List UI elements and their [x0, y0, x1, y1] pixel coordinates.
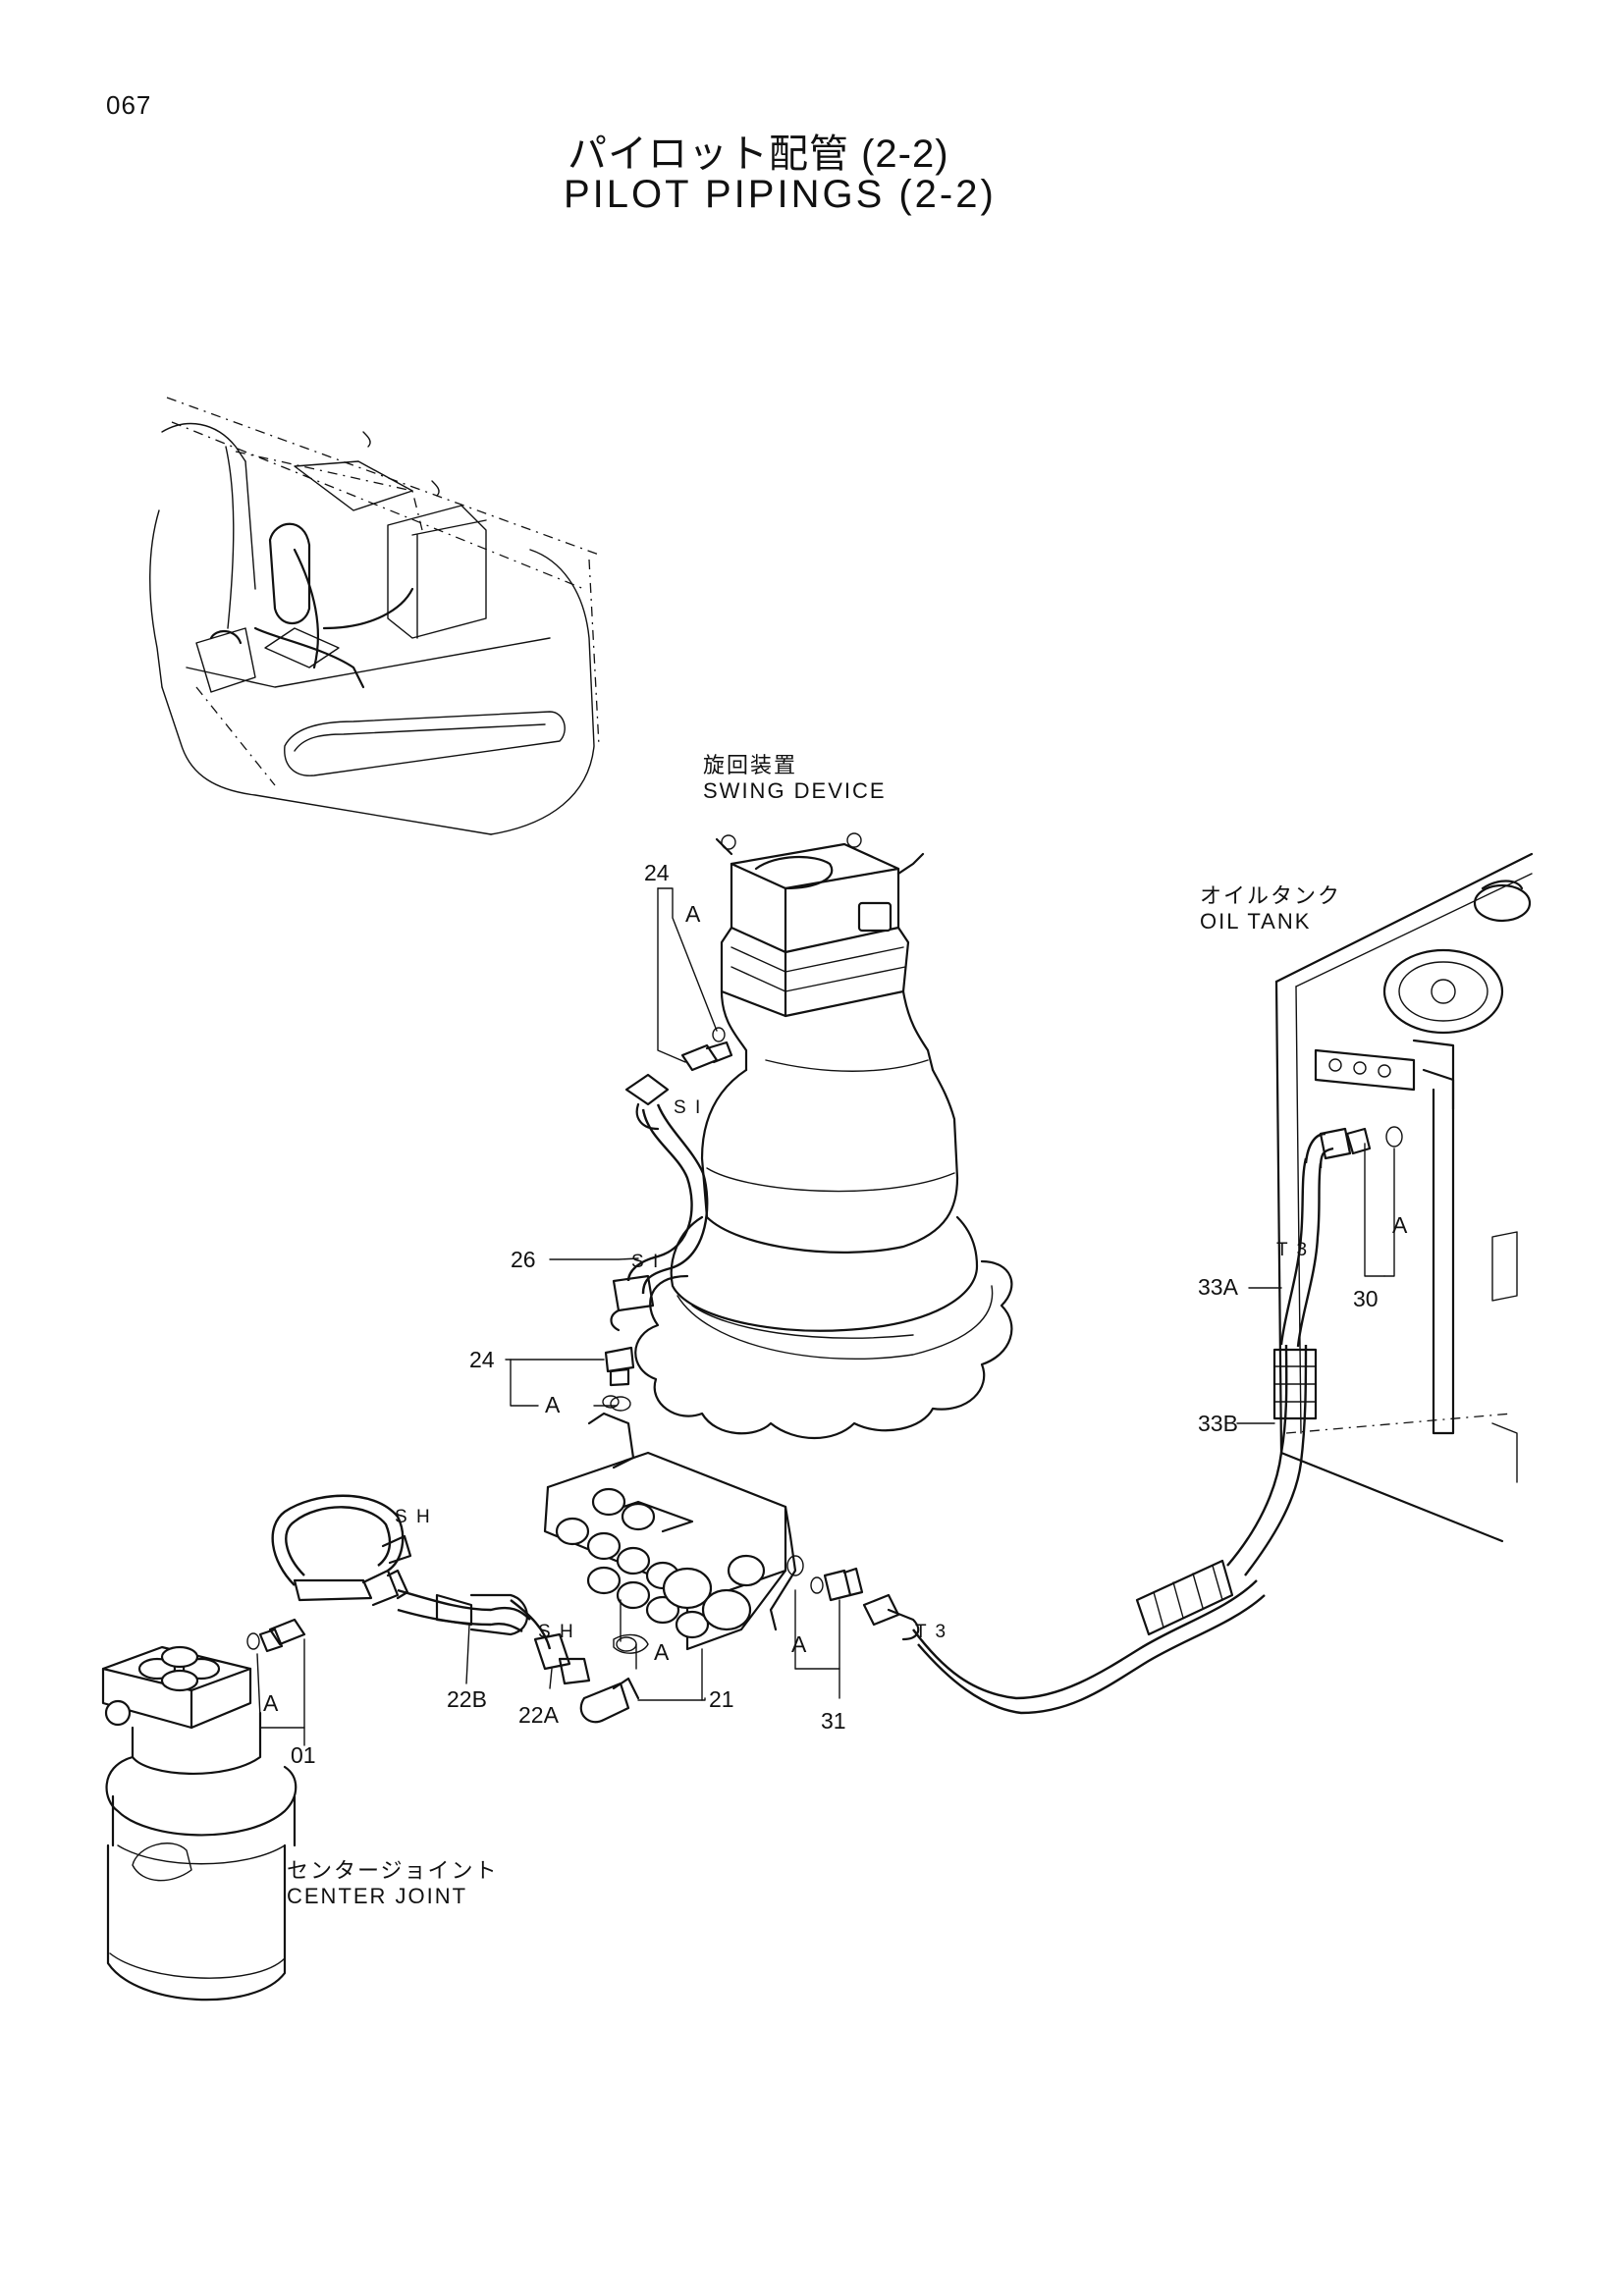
- oil-tank-label-en: OIL TANK: [1200, 909, 1312, 934]
- callout-leaders: [256, 887, 1395, 1746]
- ref-marker-a: A: [263, 1690, 279, 1716]
- hose-mark-t3: T 3: [1276, 1240, 1310, 1260]
- oil-tank-illustration: [1274, 852, 1534, 1543]
- callout-31: 31: [821, 1708, 846, 1734]
- center-joint-illustration: [101, 1645, 298, 2002]
- machine-overview-illustration: [149, 397, 600, 835]
- title-english: PILOT PIPINGS (2-2): [564, 173, 997, 216]
- control-valve-illustration: [543, 1395, 804, 1670]
- ref-marker-a: A: [1392, 1212, 1408, 1238]
- ref-marker-a: A: [654, 1639, 670, 1665]
- hose-mark-si: S I: [674, 1097, 703, 1118]
- callout-01: 01: [291, 1742, 316, 1768]
- center-joint-label-en: CENTER JOINT: [287, 1884, 468, 1908]
- callout-22B: 22B: [447, 1686, 487, 1712]
- callout-21: 21: [709, 1686, 734, 1712]
- swing-device-label-en: SWING DEVICE: [703, 778, 887, 803]
- page-number: 067: [106, 90, 152, 120]
- callout-26: 26: [511, 1247, 536, 1272]
- ref-marker-a: A: [791, 1631, 807, 1657]
- ref-marker-a: A: [685, 901, 701, 927]
- ref-marker-a: A: [545, 1392, 561, 1417]
- callout-22A: 22A: [518, 1702, 559, 1728]
- oil-tank-label-jp: オイルタンク: [1200, 883, 1342, 908]
- hose-mark-sh: S H: [395, 1507, 432, 1527]
- swing-device-label-jp: 旋回装置: [703, 753, 798, 777]
- swing-device-illustration: [634, 832, 1013, 1439]
- callout-33A: 33A: [1198, 1274, 1238, 1300]
- callout-33B: 33B: [1198, 1411, 1238, 1436]
- hoses-and-fittings: [246, 1027, 1403, 1724]
- callout-24-mid: 24: [469, 1347, 495, 1372]
- callout-24-top: 24: [644, 860, 670, 885]
- hose-mark-si: S I: [631, 1252, 661, 1272]
- title-japanese: パイロット配管 (2-2): [568, 133, 949, 176]
- center-joint-label-jp: センタージョイント: [287, 1858, 499, 1883]
- callout-30: 30: [1353, 1286, 1379, 1311]
- hose-mark-t3: T 3: [915, 1622, 948, 1642]
- hose-mark-sh: S H: [538, 1622, 575, 1642]
